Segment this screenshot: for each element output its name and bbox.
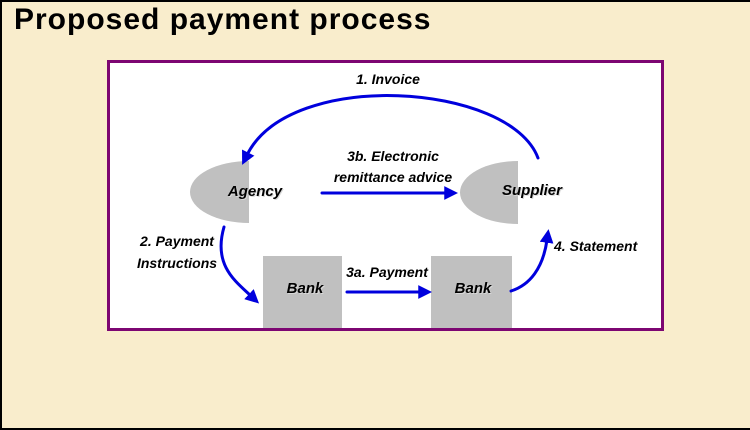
- node-bank-left-shape: [263, 256, 342, 328]
- remittance-label-line1: 3b. Electronic: [347, 148, 439, 164]
- payment-label: 3a. Payment: [346, 264, 428, 280]
- payment-instructions-label: 2. Payment Instructions: [112, 230, 242, 274]
- diagram-panel: Agency Supplier Bank Bank 1. Invoice 2. …: [107, 60, 664, 331]
- remittance-label-line2: remittance advice: [333, 169, 453, 185]
- node-supplier-label: Supplier: [501, 182, 562, 199]
- payment-instructions-label-line2: Instructions: [136, 255, 218, 271]
- statement-arrow: [509, 229, 554, 293]
- payment-instructions-label-line1: 2. Payment: [140, 233, 214, 249]
- flow-arrows: [219, 94, 554, 304]
- node-bank-left-label: Bank: [286, 280, 324, 297]
- invoice-label: 1. Invoice: [356, 71, 420, 87]
- node-bank-right-shape: [431, 256, 512, 328]
- remittance-label: 3b. Electronic remittance advice: [313, 146, 473, 188]
- payment-instructions-arrow: [219, 225, 260, 304]
- page-title: Proposed payment process: [14, 3, 432, 36]
- node-bank-right-label: Bank: [454, 280, 492, 297]
- invoice-arrow: [242, 94, 540, 165]
- node-agency-label: Agency: [227, 183, 283, 200]
- statement-label: 4. Statement: [554, 238, 638, 254]
